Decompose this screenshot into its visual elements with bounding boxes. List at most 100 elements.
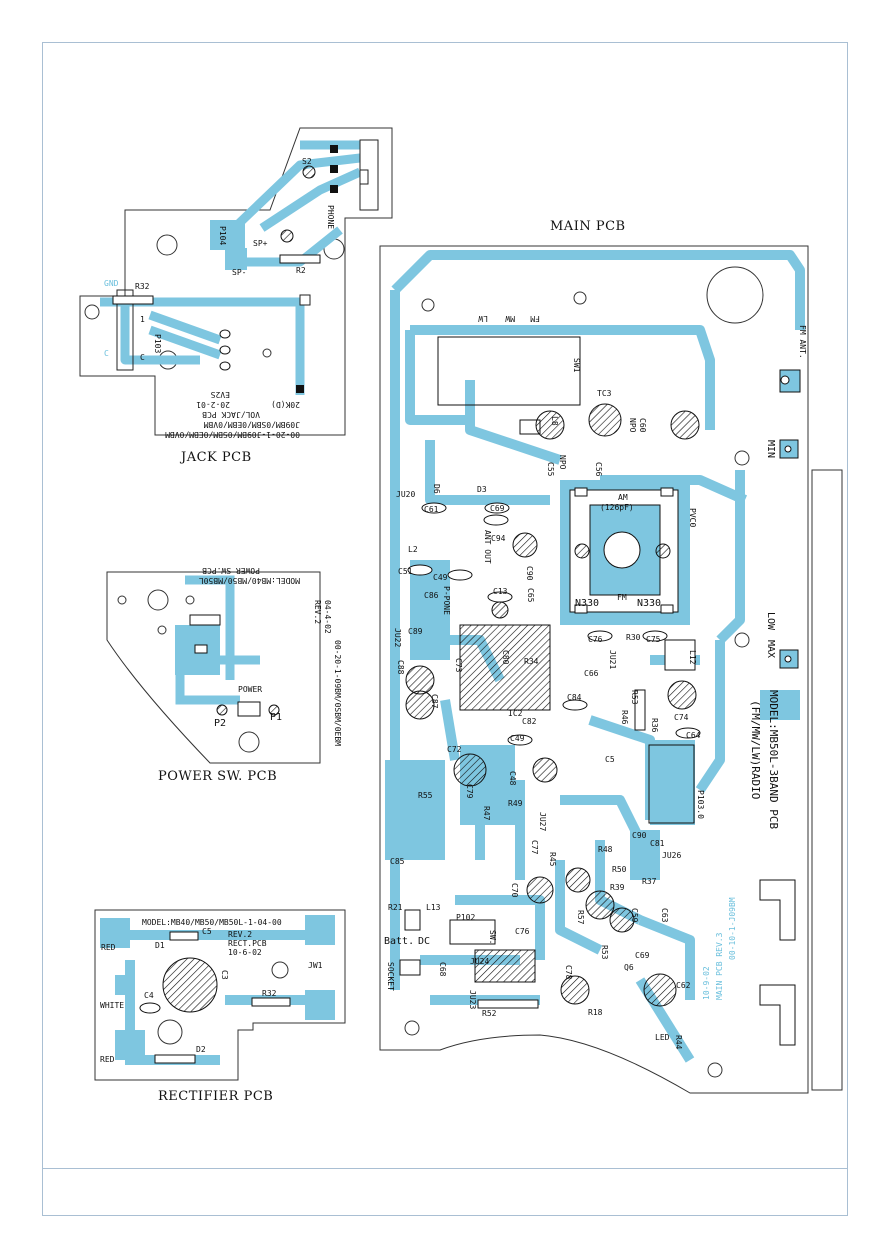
label-sp-plus: SP+: [253, 239, 268, 248]
power-mirrored-block: MODEL:MB40/MB50/MB50L POWER SW.PCB: [199, 566, 300, 585]
svg-text:LW: LW: [478, 314, 488, 323]
svg-text:R34: R34: [524, 657, 539, 666]
svg-text:SOCKET: SOCKET: [386, 962, 395, 991]
svg-text:P-PONE: P-PONE: [442, 586, 451, 615]
svg-text:C94: C94: [491, 534, 506, 543]
svg-text:MAX: MAX: [765, 640, 776, 658]
label-r32-rect: R32: [262, 989, 277, 998]
svg-text:R53: R53: [600, 945, 609, 960]
svg-text:00-20-1-J09BM/0SBM/0EBM/0VBM: 00-20-1-J09BM/0SBM/0EBM/0VBM: [165, 430, 300, 439]
label-rect-model: MODEL:MB40/MB50/MB50L-1-04-00: [142, 918, 282, 927]
svg-text:C13: C13: [493, 587, 508, 596]
svg-text:C72: C72: [447, 745, 462, 754]
svg-text:R53: R53: [630, 690, 639, 705]
svg-text:R39: R39: [610, 883, 625, 892]
svg-text:ANT OUT: ANT OUT: [483, 530, 492, 564]
svg-text:C78: C78: [564, 965, 573, 980]
label-red-1: RED: [101, 943, 116, 952]
svg-text:C55: C55: [546, 462, 555, 477]
svg-text:FM: FM: [617, 593, 627, 602]
svg-text:JU26: JU26: [662, 851, 681, 860]
svg-text:R49: R49: [508, 799, 523, 808]
caption-main-pcb: MAIN PCB: [550, 219, 626, 234]
label-power: POWER: [238, 685, 262, 694]
svg-text:C87: C87: [430, 694, 439, 709]
label-p2: P2: [214, 718, 226, 729]
svg-text:R48: R48: [598, 845, 613, 854]
svg-text:C76: C76: [588, 635, 603, 644]
svg-text:R45: R45: [548, 852, 557, 867]
svg-text:SW1: SW1: [572, 358, 581, 373]
svg-text:C82: C82: [522, 717, 537, 726]
svg-text:(126pF): (126pF): [600, 503, 634, 512]
svg-text:LOW: LOW: [765, 612, 776, 631]
footer-divider: [42, 1168, 848, 1169]
label-phone: PHONE: [326, 205, 335, 229]
svg-text:R55: R55: [418, 791, 433, 800]
power-vertical-text: REV.2 04-4-02 00-20-1-09BM/0SBM/0EBM: [313, 600, 342, 746]
svg-text:AM: AM: [618, 493, 628, 502]
label-red-2: RED: [100, 1055, 115, 1064]
label-d2: D2: [196, 1045, 206, 1054]
svg-text:R52: R52: [482, 1009, 497, 1018]
svg-text:L12: L12: [688, 650, 697, 665]
svg-text:C63: C63: [660, 908, 669, 923]
svg-text:R46: R46: [620, 710, 629, 725]
svg-text:NPO: NPO: [558, 455, 567, 470]
svg-text:FM ANT.: FM ANT.: [798, 325, 807, 359]
svg-text:R50: R50: [612, 865, 627, 874]
svg-text:L2: L2: [408, 545, 418, 554]
svg-text:FM: FM: [530, 314, 540, 323]
svg-text:R37: R37: [642, 877, 657, 886]
svg-text:20-2-01: 20-2-01: [196, 400, 230, 409]
svg-text:L13: L13: [426, 903, 441, 912]
caption-power-pcb: POWER SW. PCB: [158, 769, 278, 784]
page-frame: [42, 42, 848, 1216]
svg-text:C84: C84: [567, 693, 582, 702]
main-pcb-labels: LW MW FM SW1 TC3 NPO C60 L8 C55 C56 NPO …: [384, 314, 807, 1050]
svg-text:JU20: JU20: [396, 490, 415, 499]
label-r2: R2: [296, 266, 306, 275]
svg-text:00-20-1-09BM/0SBM/0EBM: 00-20-1-09BM/0SBM/0EBM: [333, 640, 342, 746]
svg-text:D3: D3: [477, 485, 487, 494]
svg-text:C49: C49: [510, 734, 525, 743]
svg-text:C79: C79: [465, 784, 474, 799]
svg-text:P102: P102: [456, 913, 475, 922]
svg-text:C65: C65: [526, 588, 535, 603]
svg-text:R30: R30: [626, 633, 641, 642]
svg-text:C62: C62: [676, 981, 691, 990]
svg-text:04-4-02: 04-4-02: [323, 600, 332, 634]
label-p104: P104: [218, 226, 227, 245]
caption-jack-pcb: JACK PCB: [181, 450, 252, 465]
label-rect-date: 10-6-02: [228, 948, 262, 957]
main-pcb: LW MW FM SW1 TC3 NPO C60 L8 C55 C56 NPO …: [379, 245, 843, 1094]
svg-text:JU24: JU24: [470, 957, 489, 966]
svg-text:NPO: NPO: [628, 418, 637, 433]
rectifier-pcb: MODEL:MB40/MB50/MB50L-1-04-00 REV.2 RECT…: [94, 909, 346, 1081]
svg-text:C89: C89: [408, 627, 423, 636]
svg-text:00-10-1-J09BM: 00-10-1-J09BM: [728, 897, 737, 960]
svg-text:JU23: JU23: [468, 990, 477, 1009]
svg-text:VOL/JACK PCB: VOL/JACK PCB: [202, 410, 260, 419]
svg-text:MIN: MIN: [765, 440, 776, 458]
svg-text:C64: C64: [686, 731, 701, 740]
svg-text:EV2S: EV2S: [211, 390, 230, 399]
label-sp-minus: SP-: [232, 268, 246, 277]
svg-text:DC: DC: [418, 936, 430, 947]
svg-text:N330: N330: [575, 598, 599, 609]
svg-text:C77: C77: [530, 840, 539, 855]
svg-text:MODEL:MB40/MB50/MB50L: MODEL:MB40/MB50/MB50L: [199, 576, 300, 585]
svg-text:R47: R47: [482, 806, 491, 821]
label-white: WHITE: [100, 1001, 124, 1010]
label-gnd: GND: [104, 279, 119, 288]
svg-text:PVC0: PVC0: [688, 508, 697, 527]
svg-text:JU22: JU22: [393, 628, 402, 647]
main-mirrored-block: 00-10-1-J09BM MAIN PCB REV.3 10-9-02: [702, 897, 737, 1000]
svg-text:C5: C5: [605, 755, 615, 764]
label-c-copper: C: [104, 349, 109, 358]
svg-text:TC3: TC3: [597, 389, 612, 398]
svg-text:JU21: JU21: [608, 650, 617, 669]
svg-text:C73: C73: [454, 658, 463, 673]
svg-text:MAIN PCB REV.3: MAIN PCB REV.3: [715, 932, 724, 1000]
